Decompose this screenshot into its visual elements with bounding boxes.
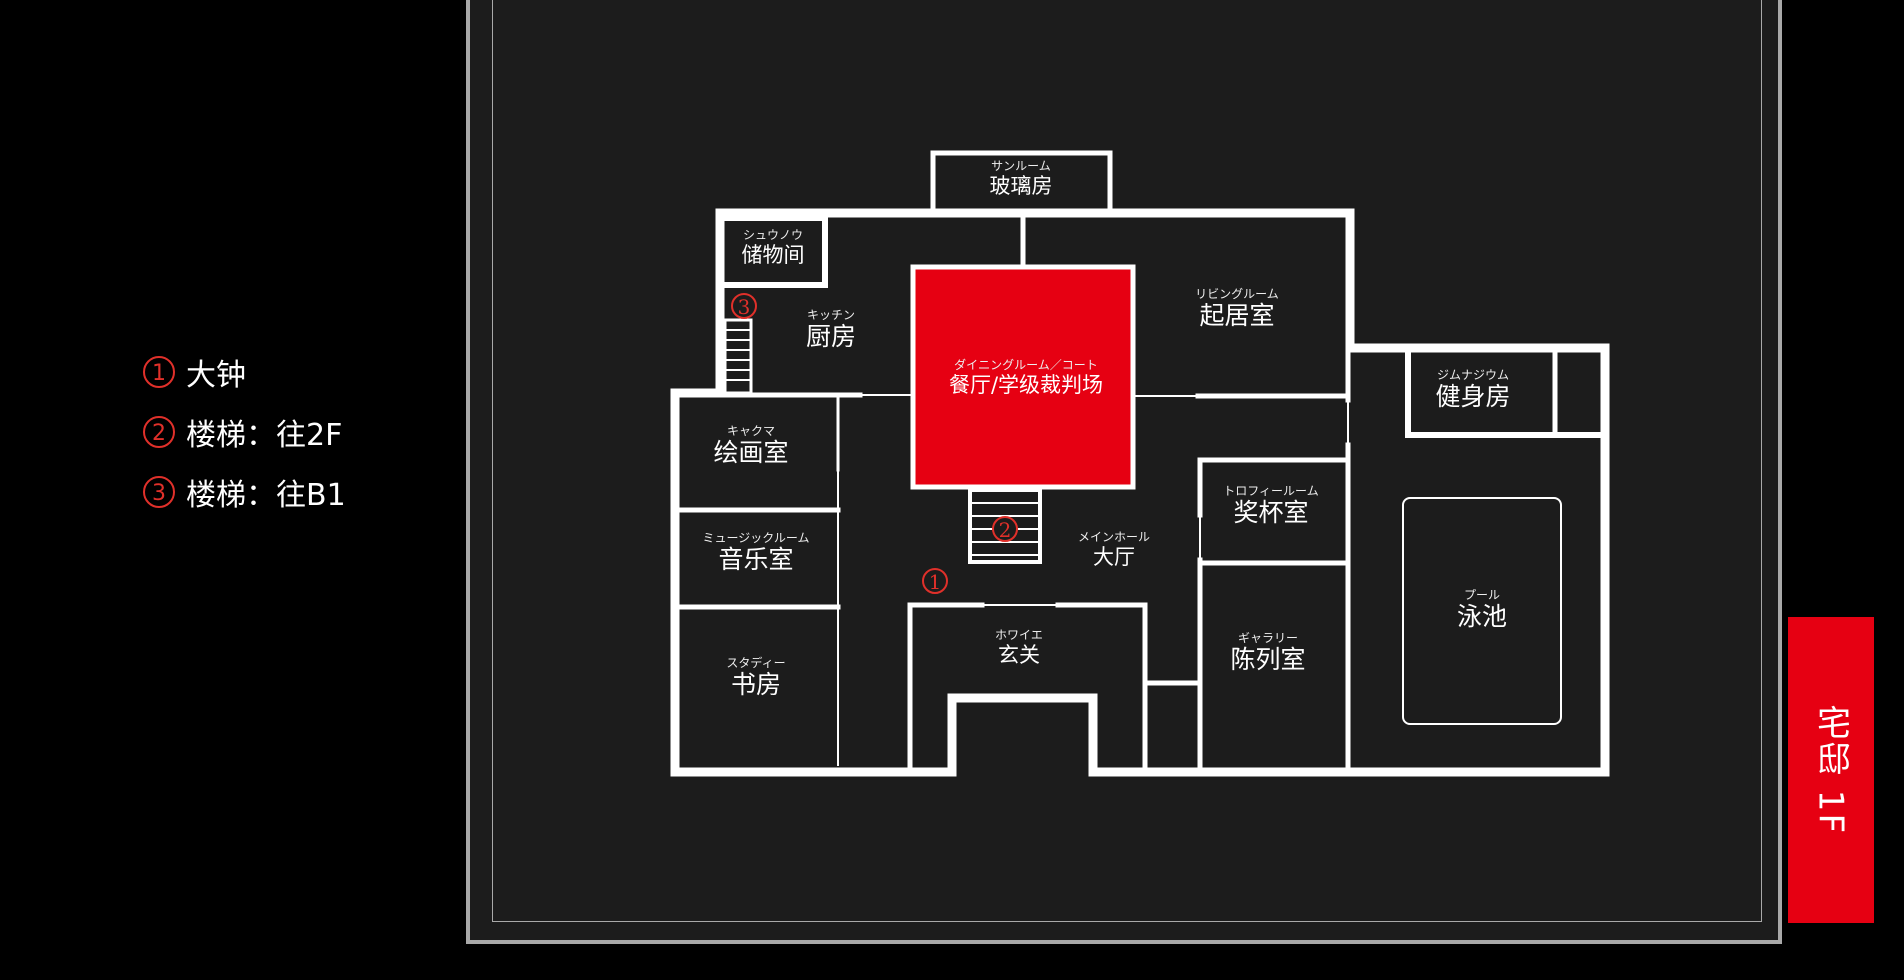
svg-text:3: 3 <box>738 295 751 319</box>
legend-label: 楼梯：往B1 <box>186 478 346 513</box>
pool-edge <box>1402 497 1562 725</box>
stairs-to-b1[interactable] <box>723 318 753 395</box>
floor-label: 宅邸 1F <box>1810 705 1851 835</box>
legend-item-stairs-b1: 3 楼梯：往B1 <box>142 462 346 522</box>
legend-item-stairs-2f: 2 楼梯：往2F <box>142 402 346 462</box>
svg-text:2: 2 <box>999 518 1012 542</box>
wall-trophy-top <box>1197 457 1351 518</box>
legend-label: 楼梯：往2F <box>186 418 343 453</box>
map-frame-inner <box>492 0 1762 922</box>
wall-outer-top-right <box>715 208 1610 777</box>
room-gallery[interactable]: ギャラリー陈列室 <box>1230 631 1306 674</box>
marker-stairs-b1-icon[interactable]: 3 <box>731 293 757 319</box>
svg-text:1: 1 <box>929 570 942 594</box>
map-legend: 1 大钟 2 楼梯：往2F 3 楼梯：往B1 <box>142 342 346 522</box>
legend-item-clock: 1 大钟 <box>142 342 346 402</box>
room-trophy[interactable]: トロフィールーム奖杯室 <box>1223 484 1319 527</box>
wall-gym <box>1405 347 1603 438</box>
room-dining[interactable]: ダイニングルーム／コート餐厅/学级裁判场 <box>948 358 1104 397</box>
room-storage[interactable]: シュウノウ储物间 <box>741 228 805 267</box>
wall-foyer-right <box>1055 602 1148 773</box>
legend-label: 大钟 <box>186 358 246 393</box>
floor-indicator-tab[interactable]: 宅邸 1F <box>1788 617 1874 923</box>
marker-3-icon: 3 <box>143 476 175 508</box>
svg-text:1: 1 <box>152 361 166 386</box>
marker-stairs-2f-icon[interactable]: 2 <box>992 516 1018 542</box>
wall-sunroom <box>930 150 1113 216</box>
room-hall[interactable]: メインホール大厅 <box>1077 530 1151 569</box>
marker-2-icon: 2 <box>143 416 175 448</box>
room-art[interactable]: キャクマ绘画室 <box>713 424 789 467</box>
room-pool[interactable]: プール泳池 <box>1456 588 1508 631</box>
room-foyer[interactable]: ホワイエ玄关 <box>995 628 1043 667</box>
room-living[interactable]: リビングルーム起居室 <box>1195 287 1279 330</box>
room-dining-area[interactable] <box>910 264 1136 490</box>
room-sunroom[interactable]: サンルーム玻璃房 <box>989 159 1053 198</box>
room-music[interactable]: ミュージックルーム音乐室 <box>702 531 810 574</box>
room-kitchen[interactable]: キッチン厨房 <box>805 308 857 351</box>
wall-foyer-left <box>907 602 985 773</box>
wall-outer-left <box>670 260 1098 777</box>
wall-storage <box>722 215 828 288</box>
room-gym[interactable]: ジムナジウム健身房 <box>1435 368 1511 411</box>
svg-text:2: 2 <box>152 421 166 446</box>
room-study[interactable]: スタディー书房 <box>726 656 786 699</box>
marker-clock-icon[interactable]: 1 <box>922 568 948 594</box>
marker-1-icon: 1 <box>143 356 175 388</box>
svg-text:3: 3 <box>152 481 166 506</box>
